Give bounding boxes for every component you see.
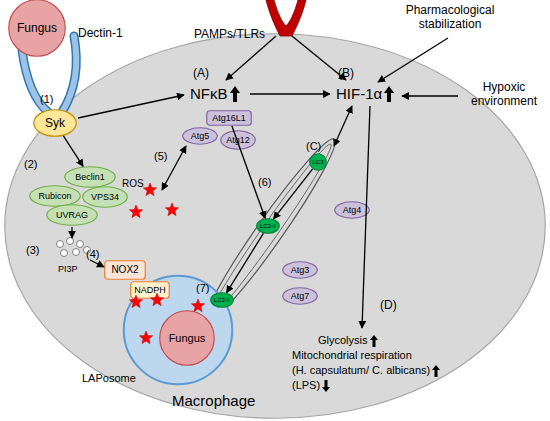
node-label: LAPosome	[82, 372, 136, 384]
shape-fill	[211, 293, 234, 308]
shape-fill	[160, 311, 215, 366]
shape-fill	[283, 262, 318, 279]
node-label: Beclin1	[75, 173, 105, 182]
node-label: Atg3	[291, 266, 310, 275]
protein-node: Atg3	[282, 261, 318, 279]
shape-fill	[83, 187, 128, 208]
node-label: Rubicon	[38, 192, 71, 201]
node-label: Atg7	[291, 292, 310, 301]
shape-fill	[47, 205, 98, 226]
callout-number: (D)	[380, 298, 397, 312]
arrow-glyph	[322, 380, 330, 392]
macrophage-cell: Macrophage SykBeclin1Rubicon VPS34UVRAG Atg…	[4, 33, 546, 419]
shape-fill	[105, 261, 146, 280]
shape-fill	[131, 282, 170, 299]
node-label: Atg5	[191, 132, 210, 141]
decrease-arrow	[322, 380, 330, 392]
annotation-label: Glycolysis	[318, 334, 368, 347]
annotation-label: Pharmacological stabilization	[390, 3, 510, 32]
enzyme-box: NOX2	[104, 260, 146, 280]
node-label: Atg12	[226, 136, 250, 145]
callout-number: (B)	[338, 66, 354, 80]
callout-number: (C)	[306, 140, 321, 153]
protein-node: Atg4	[334, 201, 370, 219]
shape-fill	[65, 167, 116, 188]
callout-number: (2)	[24, 158, 37, 171]
cofactor-box: NADPH	[130, 281, 170, 299]
annotation-label: Dectin-1	[78, 26, 123, 40]
tlr-receptor	[266, 0, 306, 36]
callout-number: (3)	[26, 244, 39, 257]
shape-fill	[9, 0, 66, 56]
annotation-label: (LPS)	[292, 379, 320, 392]
shape-fill	[183, 128, 218, 145]
annotation-label: (H. capsulatum/ C. albicans)	[292, 364, 430, 377]
node-label: LC3	[312, 159, 323, 165]
node-label: Syk	[45, 117, 65, 129]
increase-arrow	[230, 86, 240, 102]
protein-node: Atg12	[220, 130, 256, 150]
protein-box: Atg16L1	[206, 110, 252, 126]
annotation-label: Hypoxic environment	[462, 80, 546, 109]
fungus-cell: Fungus	[8, 0, 66, 57]
protein-node: Atg5	[182, 127, 218, 145]
arrow-glyph	[370, 335, 378, 347]
node-label: LC3-II	[260, 223, 276, 229]
callout-number: (4)	[86, 248, 99, 261]
increase-arrow	[432, 365, 440, 377]
shape-fill	[30, 186, 81, 207]
annotation-label: ROS	[122, 178, 144, 190]
arrow-glyph	[432, 365, 440, 377]
callout-number: (1)	[40, 93, 53, 106]
shape-fill	[207, 111, 252, 126]
callout-number: (A)	[193, 66, 209, 80]
protein-node: VPS34	[82, 186, 128, 208]
node-label: Fungus	[169, 333, 206, 344]
arrow-glyph	[384, 86, 394, 102]
shape-fill	[310, 154, 327, 171]
connector-arrow	[63, 136, 83, 166]
increase-arrow	[384, 86, 394, 102]
shape-fill	[335, 202, 370, 219]
node-label: UVRAG	[56, 211, 88, 220]
lc3-dot: LC3	[309, 153, 327, 171]
connector-arrow	[227, 233, 264, 292]
kinase-node: Syk	[33, 109, 77, 137]
fungus-cell: Fungus	[159, 310, 215, 366]
callout-number: (5)	[154, 150, 167, 163]
node-label: LC3-II	[214, 297, 230, 303]
annotation-label: Mitochondrial respiration	[292, 349, 412, 362]
callout-number: (6)	[258, 176, 271, 189]
shape-fill	[124, 276, 233, 385]
callout-number: (7)	[196, 282, 209, 295]
annotation-label: NFκB	[190, 85, 228, 103]
node-label: Atg16L1	[212, 114, 246, 123]
arrow-glyph	[230, 86, 240, 102]
annotation-label: HIF-1α	[336, 85, 382, 103]
shape-fill	[257, 219, 280, 234]
lc3-dot: LC3-II	[210, 292, 234, 308]
connector-arrow	[274, 169, 313, 219]
lc3-dot: LC3-II	[256, 218, 280, 234]
connector-arrow	[232, 126, 265, 218]
node-label: Atg4	[343, 206, 362, 215]
annotation-label: PI3P	[58, 264, 78, 275]
protein-node: UVRAG	[46, 204, 98, 226]
protein-node: Atg7	[282, 287, 318, 305]
node-label: Macrophage	[172, 393, 255, 410]
shape-fill	[283, 288, 318, 305]
increase-arrow	[370, 335, 378, 347]
node-label: NADPH	[134, 286, 166, 295]
node-label: VPS34	[91, 193, 119, 202]
shape-fill	[221, 131, 256, 150]
protein-node: Rubicon	[29, 185, 81, 207]
node-label: Fungus	[17, 22, 57, 34]
shape-fill	[34, 110, 77, 137]
shape-fill	[5, 34, 546, 419]
node-label: NOX2	[111, 265, 138, 275]
protein-node: Beclin1	[64, 166, 116, 188]
annotation-label: PAMPs/TLRs	[194, 27, 265, 41]
